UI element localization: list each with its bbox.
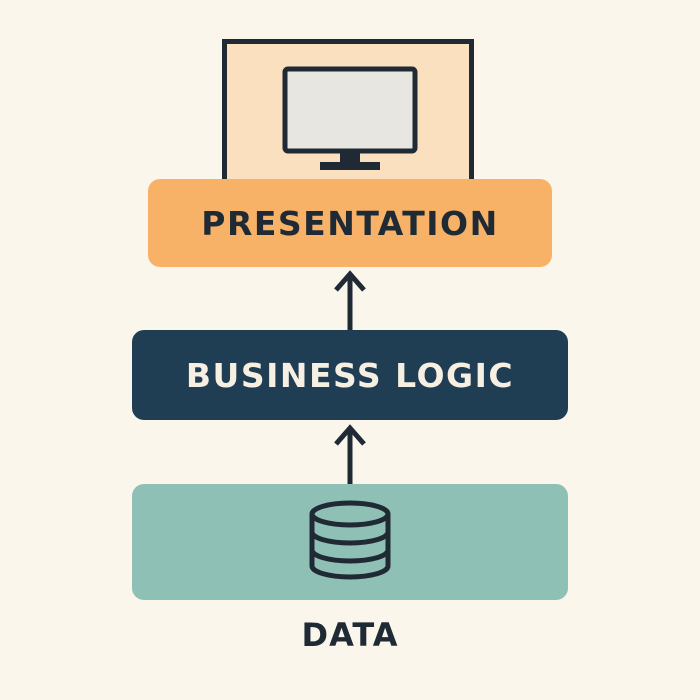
presentation-label: PRESENTATION — [201, 203, 499, 243]
business-logic-layer: BUSINESS LOGIC — [132, 330, 568, 420]
monitor-icon — [282, 66, 418, 170]
data-label: DATA — [301, 616, 399, 654]
arrow-up-icon — [334, 424, 366, 484]
business-logic-label: BUSINESS LOGIC — [185, 355, 515, 395]
arrow-up-icon — [334, 270, 366, 330]
presentation-layer: PRESENTATION — [148, 179, 552, 267]
database-icon — [309, 500, 391, 580]
